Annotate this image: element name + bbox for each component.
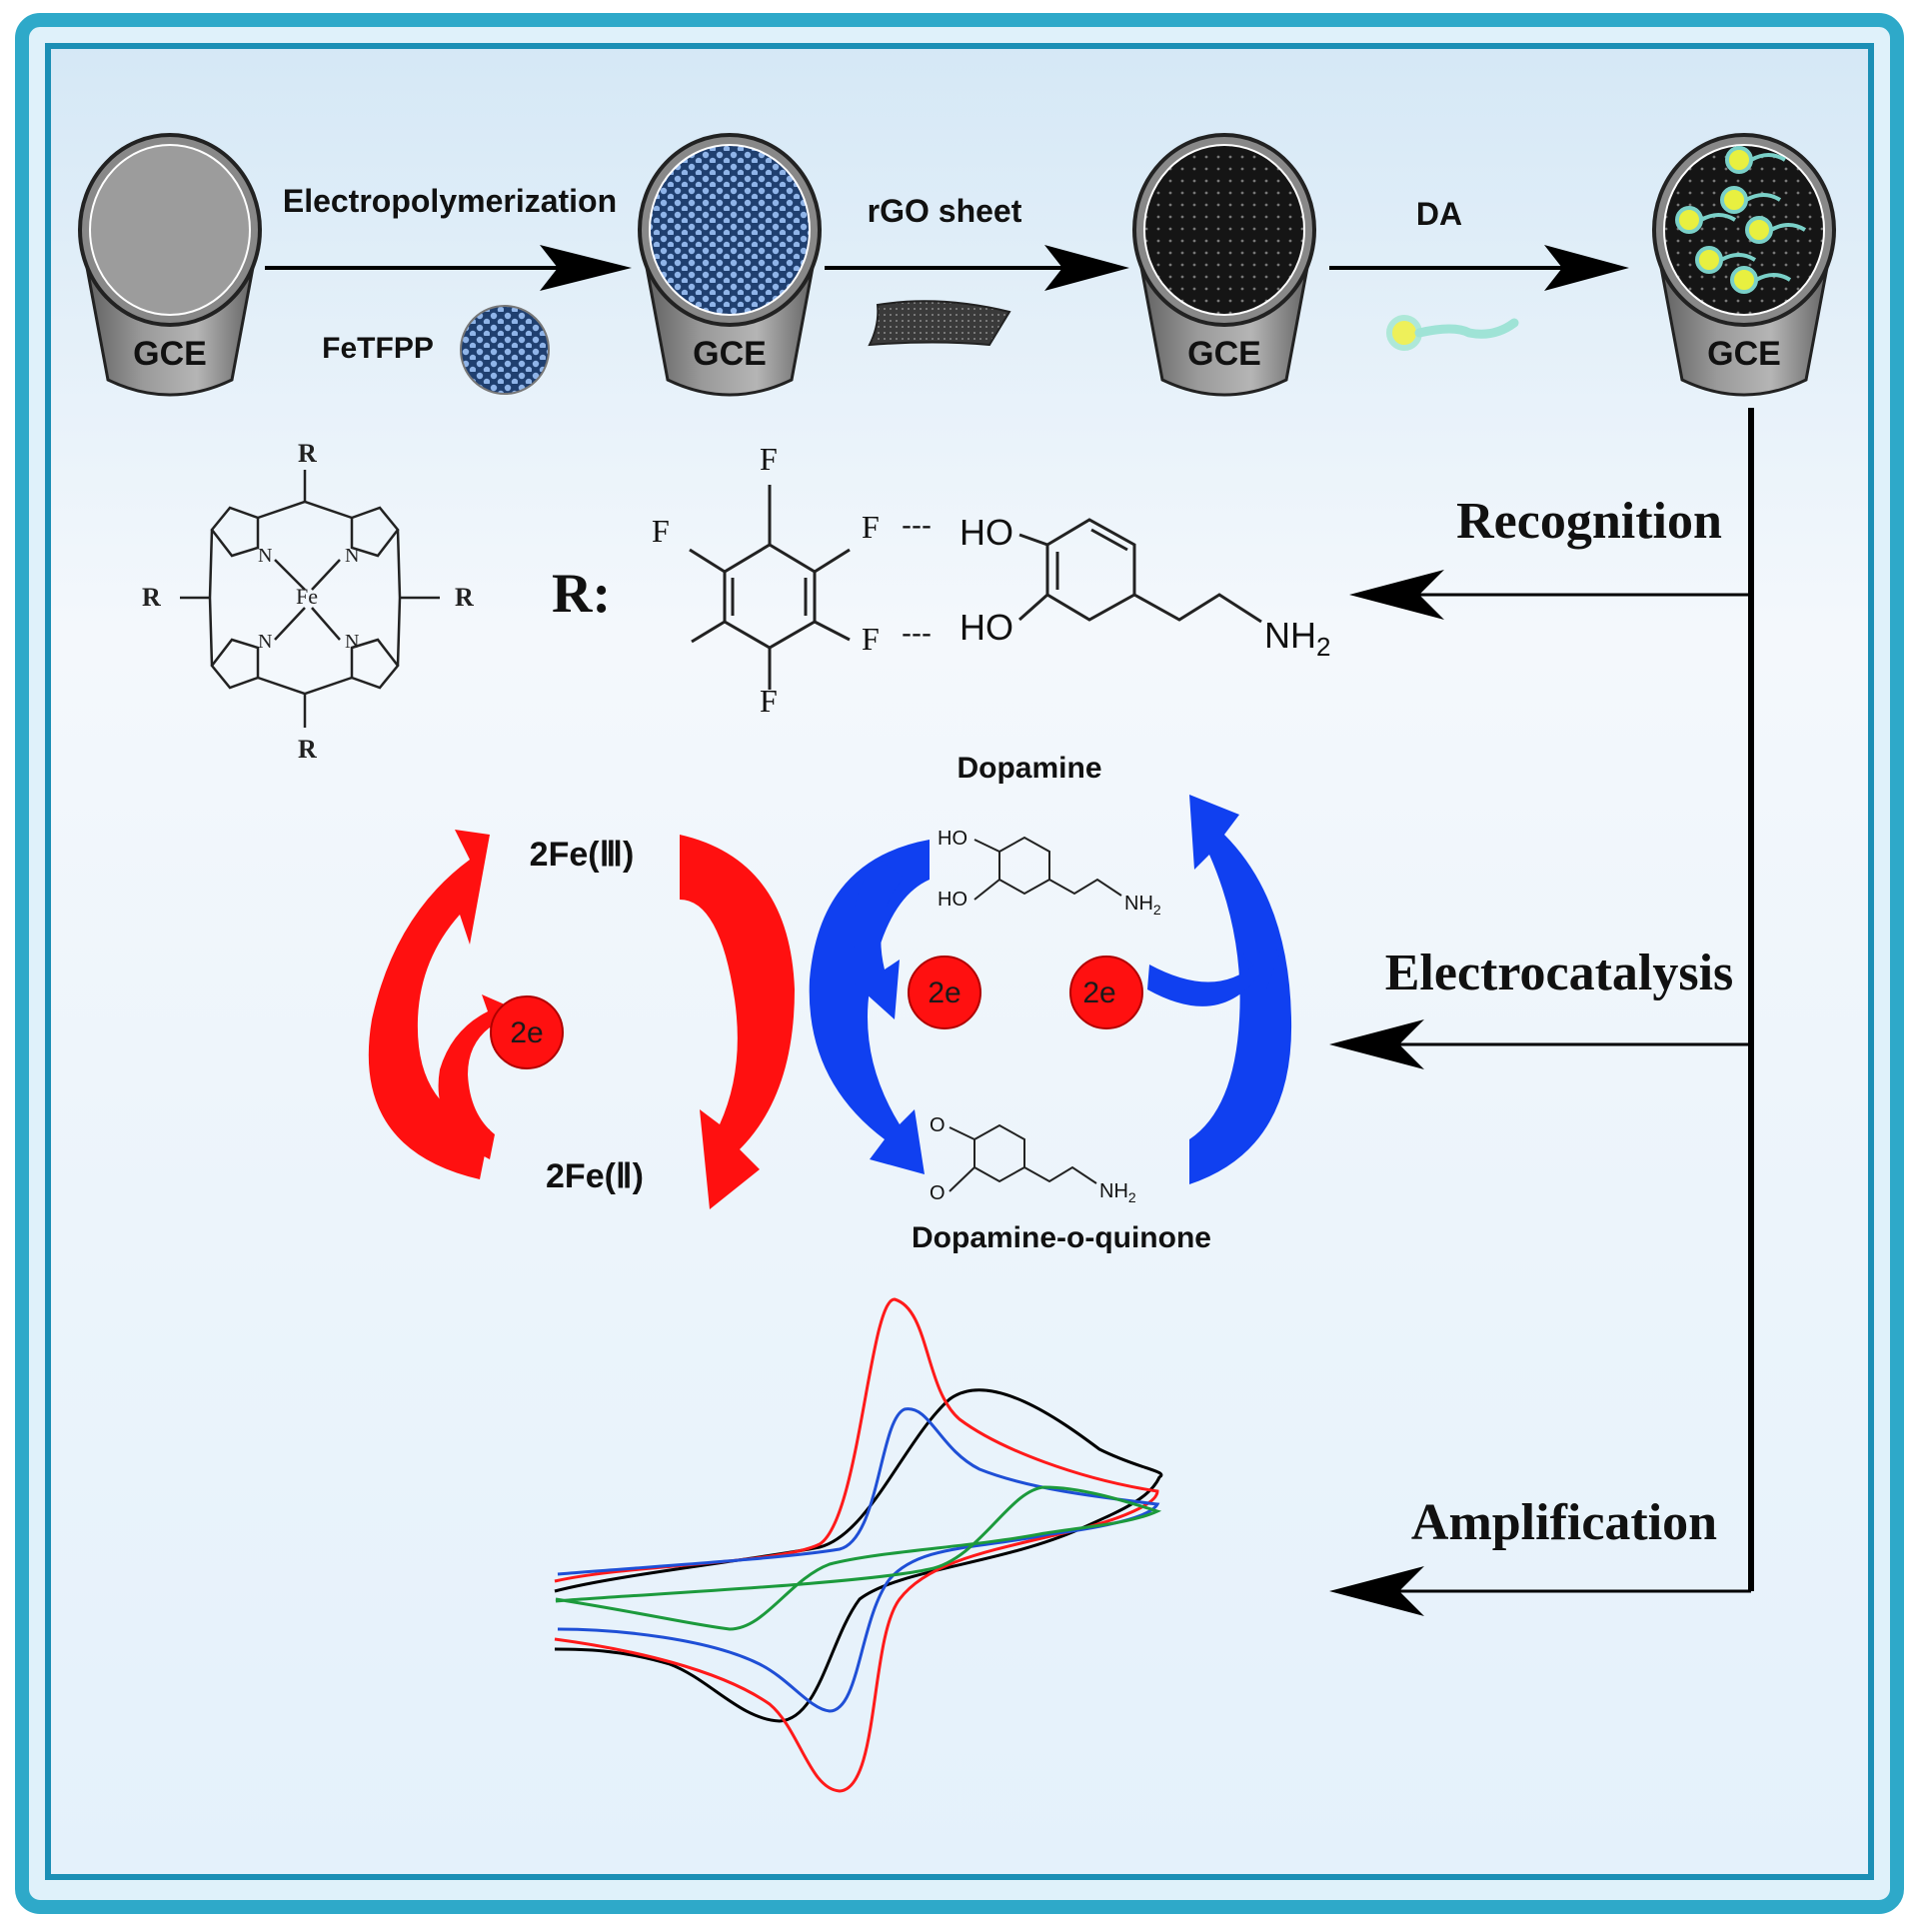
process-arrowheads [1329, 570, 1444, 1616]
red-arrow-left-up [368, 830, 490, 1179]
fe3-label: 2Fe(Ⅲ) [530, 836, 635, 874]
electrode-fetfpp: GCE [638, 133, 822, 397]
ho-bottom: HO [960, 607, 1013, 648]
blue-redox-cycle [809, 795, 1292, 1184]
step3-label: DA [1416, 196, 1462, 232]
step-arrow-1: Electropolymerization FeTFPP [265, 183, 632, 395]
dopamine-small-structure: HO HO NH2 [938, 828, 1161, 918]
electron-red-2 [908, 956, 981, 1029]
process-branch-lines [1379, 408, 1754, 1593]
step1-reagent: FeTFPP [322, 332, 434, 365]
fluorine-labels: F F F F F [652, 441, 880, 719]
nh2-text: NH [1264, 615, 1316, 656]
f-top: F [760, 441, 778, 477]
bound-dopamine-glyphs [1675, 146, 1807, 294]
electron-label-2: 2e [928, 976, 960, 1009]
electrode-label: GCE [133, 335, 207, 373]
r-left: R [142, 583, 161, 612]
n-2: N [345, 545, 359, 567]
electron-label-1: 2e [510, 1016, 543, 1049]
cv-curve-black [554, 1388, 1163, 1723]
pentafluorophenyl-structure [689, 485, 851, 690]
o-2: O [930, 1182, 946, 1204]
hydrogen-bond-dashes: --- --- [902, 509, 932, 650]
n-3: N [258, 631, 272, 653]
ho-1: HO [938, 828, 967, 850]
dopamine-recognition-structure: HO HO NH2 [960, 512, 1330, 662]
porphyrin-labels: R R R R Fe N N N N [142, 439, 474, 764]
red-arrow-inner [438, 994, 505, 1159]
blue-arrow-inner-left [845, 860, 905, 1019]
cyclic-voltammograms [554, 1297, 1163, 1793]
r-definition-label: R: [552, 563, 611, 625]
step1-label: Electropolymerization [283, 183, 617, 219]
electron-red-1 [490, 995, 564, 1069]
n-1: N [258, 545, 272, 567]
electron-red-3 [1069, 956, 1143, 1029]
r-bottom: R [298, 735, 317, 764]
electrode-label: GCE [1187, 335, 1261, 373]
nh2-small-text: NH [1124, 893, 1153, 915]
blue-arrow-left [809, 840, 930, 1174]
recognition-label: Recognition [1456, 493, 1722, 550]
amplification-label: Amplification [1411, 1494, 1717, 1551]
f-left: F [652, 513, 670, 549]
f-right-top: F [862, 509, 880, 545]
f-bottom: F [760, 683, 778, 719]
nh2-label: NH2 [1264, 615, 1330, 662]
r-top: R [298, 439, 317, 468]
fe-center: Fe [296, 584, 318, 609]
dopamine-label: Dopamine [957, 752, 1101, 785]
blue-arrow-inner-right [1147, 950, 1281, 1006]
fe-porphyrin-structure [180, 470, 440, 728]
quinone-label: Dopamine-o-quinone [912, 1221, 1211, 1254]
electrode-label: GCE [1707, 335, 1781, 373]
nh2-quinone: NH2 [1099, 1180, 1136, 1205]
nh2-quinone-sub: 2 [1128, 1189, 1136, 1205]
electrode-rgo: GCE [1132, 133, 1316, 397]
f-right-bottom: F [862, 621, 880, 657]
rgo-sheet-icon [868, 300, 1011, 347]
step-arrow-3: DA [1329, 196, 1629, 351]
red-redox-cycle [368, 830, 1143, 1209]
hbond-bottom: --- [902, 617, 932, 650]
n-4: N [345, 631, 359, 653]
step2-label: rGO sheet [868, 193, 1022, 229]
ho-2: HO [938, 889, 967, 911]
nh2-small-sub: 2 [1153, 902, 1161, 918]
electrode-bare: GCE [78, 133, 262, 397]
step-arrow-2: rGO sheet [825, 193, 1129, 347]
fetfpp-icon [460, 305, 550, 395]
electrode-dopamine: GCE [1652, 133, 1836, 397]
electrode-label: GCE [693, 335, 767, 373]
electron-label-3: 2e [1082, 976, 1115, 1009]
nh2-quinone-text: NH [1099, 1180, 1128, 1202]
ho-top: HO [960, 512, 1013, 553]
electrocatalysis-label: Electrocatalysis [1385, 945, 1734, 1001]
quinone-small-structure: O O NH2 [930, 1114, 1136, 1205]
fe2-label: 2Fe(Ⅱ) [546, 1157, 644, 1195]
cv-curve-green [555, 1485, 1162, 1631]
nh2-subscript: 2 [1316, 632, 1330, 662]
red-arrow-right-down [680, 835, 795, 1209]
dopamine-molecule-icon [1386, 315, 1519, 351]
hbond-top: --- [902, 509, 932, 542]
nh2-small: NH2 [1124, 893, 1161, 918]
r-right: R [455, 583, 474, 612]
o-1: O [930, 1114, 946, 1136]
